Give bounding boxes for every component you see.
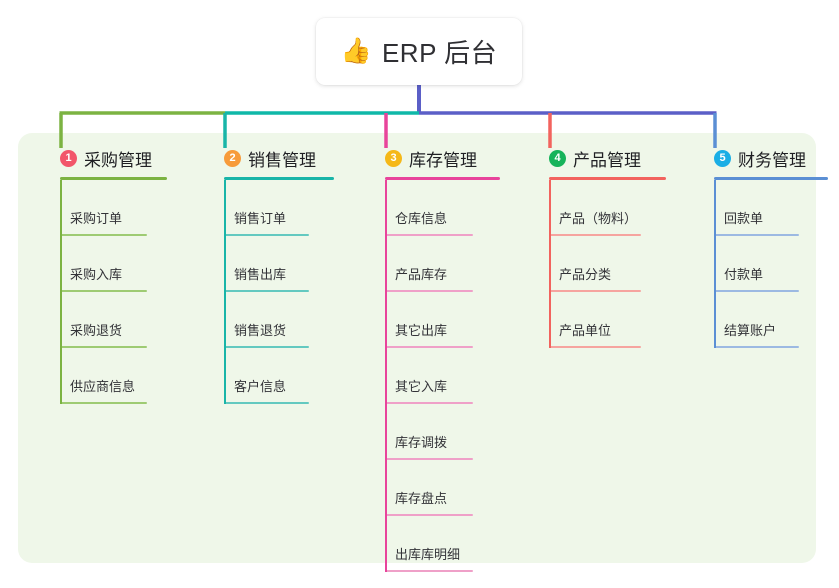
branch-header-rule-1 (60, 177, 167, 180)
list-item[interactable]: 采购订单 (38, 180, 167, 236)
list-item-label: 销售退货 (234, 323, 287, 338)
list-item-rule (714, 290, 799, 292)
list-item-rule (60, 346, 147, 348)
list-item[interactable]: 销售出库 (202, 236, 334, 292)
list-item-rule (385, 290, 473, 292)
branch-header-4[interactable]: 4 产品管理 (527, 143, 666, 173)
list-item[interactable]: 采购入库 (38, 236, 167, 292)
list-item-rule (385, 234, 473, 236)
list-item-rule (224, 290, 309, 292)
list-item-rule (714, 234, 799, 236)
list-item-label: 仓库信息 (395, 211, 448, 226)
content-panel (18, 133, 816, 563)
list-item[interactable]: 结算账户 (692, 292, 828, 348)
list-item-rule (385, 514, 473, 516)
branch-items-5: 回款单付款单结算账户 (692, 180, 828, 348)
list-item-rule (385, 570, 473, 572)
list-item[interactable]: 销售订单 (202, 180, 334, 236)
list-item-label: 产品库存 (395, 267, 448, 282)
list-item-rule (714, 346, 799, 348)
list-item[interactable]: 产品单位 (527, 292, 666, 348)
list-item-label: 采购入库 (70, 267, 123, 282)
branch-column-2: 2 销售管理销售订单销售出库销售退货客户信息 (202, 143, 334, 404)
list-item[interactable]: 仓库信息 (363, 180, 500, 236)
list-item-label: 其它出库 (395, 323, 448, 338)
list-item-label: 回款单 (724, 211, 764, 226)
list-item[interactable]: 其它入库 (363, 348, 500, 404)
thumbs-up-icon: 👍 (340, 37, 372, 65)
branch-header-2[interactable]: 2 销售管理 (202, 143, 334, 173)
list-item[interactable]: 付款单 (692, 236, 828, 292)
list-item-rule (224, 234, 309, 236)
list-item-rule (385, 402, 473, 404)
branch-number-badge-1: 1 (60, 149, 77, 167)
list-item-label: 销售出库 (234, 267, 287, 282)
root-node[interactable]: 👍 ERP 后台 (316, 18, 522, 85)
branch-column-4: 4 产品管理产品（物料） 产品分类产品单位 (527, 143, 666, 348)
list-item-rule (60, 402, 147, 404)
list-item-label: 产品单位 (559, 323, 612, 338)
list-item-rule (549, 346, 641, 348)
list-item-label: 采购退货 (70, 323, 123, 338)
list-item[interactable]: 回款单 (692, 180, 828, 236)
list-item-label: 供应商信息 (70, 379, 136, 394)
branch-header-rule-4 (549, 177, 666, 180)
branch-header-rule-3 (385, 177, 500, 180)
branch-header-rule-2 (224, 177, 334, 180)
list-item-label: 其它入库 (395, 379, 448, 394)
list-item[interactable]: 库存盘点 (363, 460, 500, 516)
list-item-rule (385, 346, 473, 348)
list-item[interactable]: 供应商信息 (38, 348, 167, 404)
root-node-title: ERP 后台 (381, 38, 498, 68)
list-item-rule (549, 234, 641, 236)
list-item[interactable]: 出库库明细 (363, 516, 500, 572)
branch-column-5: 5 财务管理回款单付款单结算账户 (692, 143, 828, 348)
list-item[interactable]: 产品库存 (363, 236, 500, 292)
list-item[interactable]: 产品（物料） (527, 180, 666, 236)
branch-title-4: 产品管理 (573, 150, 641, 170)
list-item[interactable]: 产品分类 (527, 236, 666, 292)
branch-header-1[interactable]: 1 采购管理 (38, 143, 167, 173)
list-item-rule (224, 346, 309, 348)
list-item-label: 销售订单 (234, 211, 287, 226)
list-item-label: 出库库明细 (395, 547, 461, 562)
branch-title-3: 库存管理 (409, 150, 477, 170)
branch-items-3: 仓库信息产品库存其它出库其它入库库存调拨库存盘点出库库明细 (363, 180, 500, 572)
branch-title-5: 财务管理 (738, 150, 806, 170)
list-item-label: 库存调拨 (395, 435, 448, 450)
branch-number-badge-2: 2 (224, 149, 241, 167)
branch-number-badge-3: 3 (385, 149, 402, 167)
branch-number-badge-4: 4 (549, 149, 566, 167)
branch-items-4: 产品（物料） 产品分类产品单位 (527, 180, 666, 348)
list-item[interactable]: 客户信息 (202, 348, 334, 404)
list-item[interactable]: 采购退货 (38, 292, 167, 348)
branch-header-3[interactable]: 3 库存管理 (363, 143, 500, 173)
branch-column-1: 1 采购管理采购订单采购入库采购退货供应商信息 (38, 143, 167, 404)
list-item-rule (60, 234, 147, 236)
branch-items-1: 采购订单采购入库采购退货供应商信息 (38, 180, 167, 404)
list-item-rule (60, 290, 147, 292)
list-item[interactable]: 其它出库 (363, 292, 500, 348)
list-item-label: 付款单 (724, 267, 764, 282)
list-item-rule (224, 402, 309, 404)
branch-title-2: 销售管理 (248, 150, 316, 170)
list-item-label: 客户信息 (234, 379, 287, 394)
branch-header-rule-5 (714, 177, 828, 180)
branch-items-2: 销售订单销售出库销售退货客户信息 (202, 180, 334, 404)
branch-number-badge-5: 5 (714, 149, 731, 167)
list-item-label: 产品分类 (559, 267, 612, 282)
list-item-label: 产品（物料） (559, 211, 638, 226)
list-item-rule (549, 290, 641, 292)
list-item-label: 结算账户 (724, 323, 777, 338)
branch-header-5[interactable]: 5 财务管理 (692, 143, 828, 173)
branch-title-1: 采购管理 (84, 150, 152, 170)
list-item[interactable]: 销售退货 (202, 292, 334, 348)
list-item-label: 库存盘点 (395, 491, 448, 506)
list-item[interactable]: 库存调拨 (363, 404, 500, 460)
list-item-rule (385, 458, 473, 460)
list-item-label: 采购订单 (70, 211, 123, 226)
branch-column-3: 3 库存管理仓库信息产品库存其它出库其它入库库存调拨库存盘点出库库明细 (363, 143, 500, 572)
